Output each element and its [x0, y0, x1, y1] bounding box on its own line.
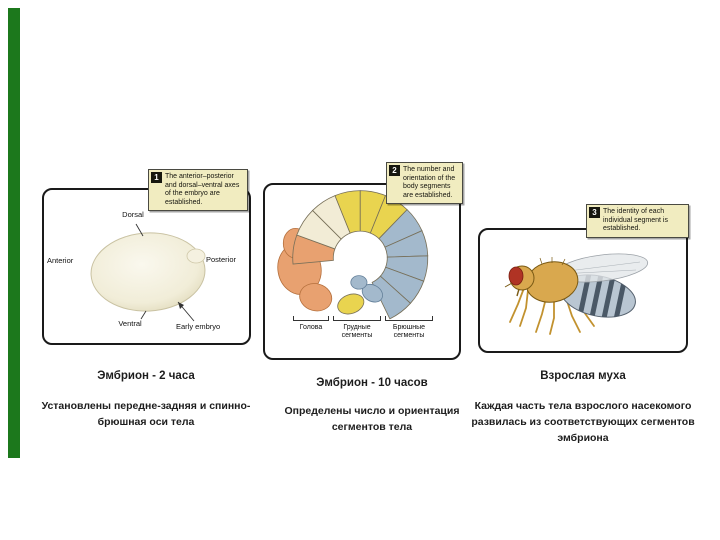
- caption-description-2: Определены число и ориентация сегментов …: [284, 405, 460, 433]
- caption-title-2: Эмбрион - 10 часов: [316, 377, 428, 389]
- caption-adult-fly: Взрослая муха Каждая часть тела взрослог…: [467, 370, 699, 446]
- slide-accent-bar: [8, 8, 20, 458]
- panel-adult-fly: [478, 228, 688, 353]
- bracket-head: [293, 316, 329, 321]
- label-head-segments: Голова: [299, 324, 323, 331]
- bracket-abdominal: [385, 316, 433, 321]
- label-early-embryo: Early embryo: [176, 322, 221, 331]
- callout-text-3: The identity of each individual segment …: [603, 208, 668, 233]
- label-anterior: Anterior: [47, 256, 74, 265]
- caption-embryo-10h: Эмбрион - 10 часов Определены число и ор…: [262, 377, 482, 436]
- callout-box-3: 3 The identity of each individual segmen…: [586, 204, 689, 238]
- panel-segmented-embryo: Голова Грудные сегменты Брюшные сегменты: [263, 183, 461, 360]
- caption-title-3: Взрослая муха: [540, 370, 626, 382]
- label-thoracic-segments: Грудные сегменты: [341, 324, 373, 340]
- caption-embryo-2h: Эмбрион - 2 часа Установлены передне-зад…: [30, 370, 262, 431]
- caption-description-3: Каждая часть тела взрослого насекомого р…: [471, 400, 695, 444]
- segmented-embryo-illustration: [277, 190, 429, 320]
- caption-description-1: Установлены передне-задняя и спинно-брюш…: [41, 400, 251, 428]
- label-ventral: Ventral: [118, 319, 142, 328]
- label-posterior: Posterior: [206, 255, 237, 264]
- callout-text-1: The anterior–posterior and dorsal–ventra…: [165, 173, 240, 206]
- early-embryo-illustration: [90, 223, 206, 322]
- callout-box-2: 2 The number and orientation of the body…: [386, 162, 463, 205]
- bracket-thoracic: [333, 316, 381, 321]
- adult-fly-illustration: [504, 253, 649, 335]
- callout-number-badge-2: 2: [389, 165, 400, 176]
- callout-number-badge-3: 3: [589, 207, 600, 218]
- label-dorsal: Dorsal: [122, 210, 144, 219]
- label-abdominal-segments: Брюшные сегменты: [392, 324, 426, 340]
- callout-text-2: The number and orientation of the body s…: [403, 166, 456, 199]
- callout-box-1: 1 The anterior–posterior and dorsal–vent…: [148, 169, 248, 212]
- caption-title-1: Эмбрион - 2 часа: [97, 370, 195, 382]
- panel-early-embryo: Dorsal Anterior Posterior Ventral Early …: [42, 188, 251, 345]
- callout-number-badge-1: 1: [151, 172, 162, 183]
